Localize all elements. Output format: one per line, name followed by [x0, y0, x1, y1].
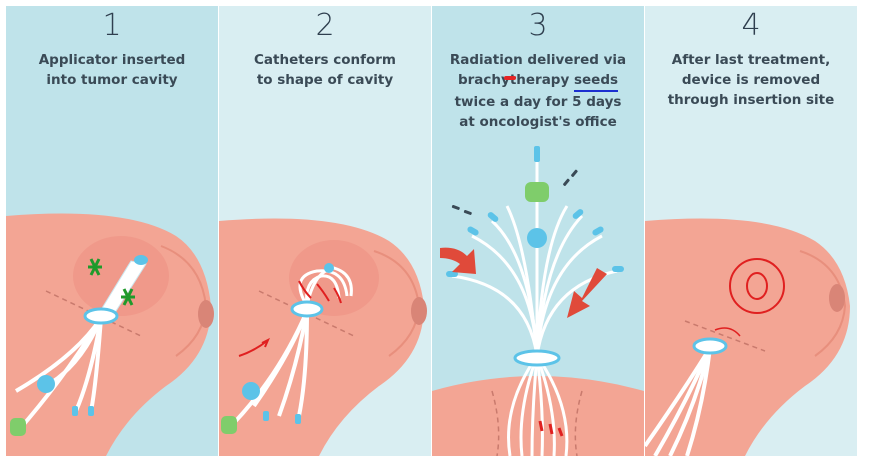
step-number: 4	[645, 8, 857, 43]
step-caption: After last treatment, device is removed …	[651, 50, 851, 110]
step-caption: Radiation delivered via brachytherapy se…	[438, 50, 638, 132]
brachytherapy-word: brachytherapy	[458, 70, 569, 90]
step-number: 3	[432, 8, 644, 43]
step-caption: Catheters conform to shape of cavity	[225, 50, 425, 90]
step-4-panel: 4 After last treatment, device is remove…	[645, 6, 857, 456]
seeds-word-underlined: seeds	[574, 70, 618, 92]
step-number: 1	[6, 8, 218, 43]
step-number: 2	[219, 8, 431, 43]
step-3-panel: 3 Radiation delivered via brachytherapy …	[432, 6, 644, 456]
step-1-panel: 1 Applicator inserted into tumor cavity	[6, 6, 218, 456]
step-2-panel: 2 Catheters conform to shape of cavity	[219, 6, 431, 456]
red-pen-mark	[504, 76, 516, 80]
step-caption: Applicator inserted into tumor cavity	[12, 50, 212, 90]
